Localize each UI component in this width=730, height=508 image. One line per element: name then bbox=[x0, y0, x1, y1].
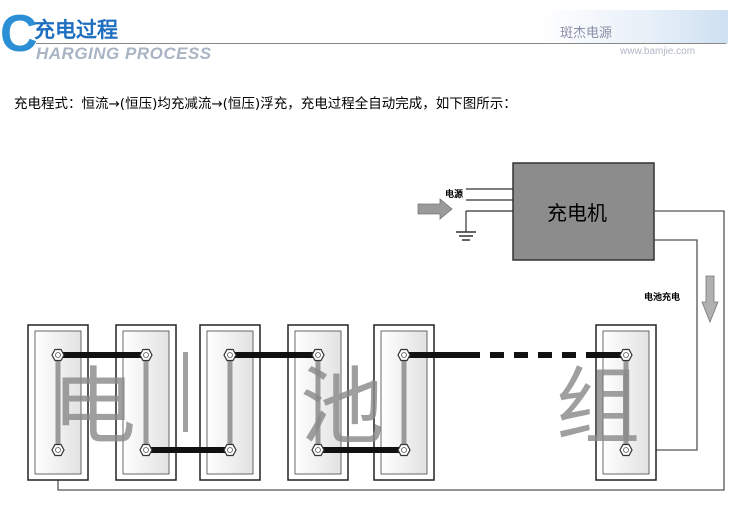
brand-name: 斑杰电源 bbox=[560, 26, 613, 41]
power-input-arrow bbox=[417, 198, 453, 220]
cell-straps bbox=[55, 355, 629, 450]
battery-pack-char-3: 组 bbox=[556, 358, 640, 456]
power-label: 电源 bbox=[445, 188, 463, 200]
battery-pack-label: 电 池 组 bbox=[52, 358, 640, 456]
interconnect-bars bbox=[58, 352, 480, 453]
page-title: 充电过程 bbox=[34, 18, 118, 42]
brand-glow bbox=[540, 10, 728, 44]
terminal-nuts bbox=[51, 348, 633, 457]
charger-label: 充电机 bbox=[547, 201, 607, 225]
battery-pack-stroke bbox=[183, 352, 188, 432]
continuation-dashes bbox=[490, 352, 626, 358]
charging-arrow bbox=[701, 275, 719, 324]
page-subtitle: HARGING PROCESS bbox=[36, 44, 212, 63]
battery-pack-char-2: 池 bbox=[300, 358, 384, 456]
brand-url: www.bamjie.com bbox=[620, 46, 696, 57]
battery-pack-char-1: 电 bbox=[52, 358, 136, 456]
header-divider bbox=[36, 43, 726, 44]
intro-text: 充电程式：恒流→(恒压)均充减流→(恒压)浮充，充电过程全自动完成，如下图所示： bbox=[14, 96, 517, 112]
positive-wire bbox=[630, 239, 698, 451]
logo-letter: C bbox=[0, 5, 38, 63]
charging-label: 电池充电 bbox=[644, 291, 680, 303]
